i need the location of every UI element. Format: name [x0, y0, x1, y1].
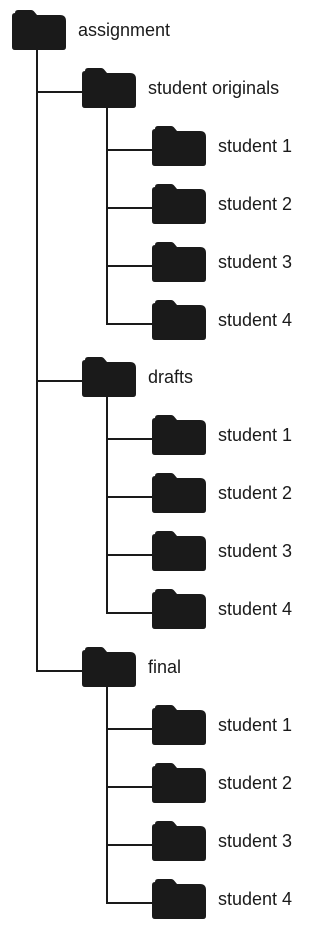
student-folder[interactable]: student 1 — [152, 125, 293, 166]
folder-label: student 3 — [218, 251, 293, 272]
folder-label: student 2 — [218, 193, 293, 214]
tree-connector-vertical — [106, 397, 108, 614]
tree-connector-horizontal — [106, 322, 152, 325]
folder-label: student 1 — [218, 714, 293, 735]
tree-connector-horizontal — [106, 727, 152, 730]
folder-label: student 2 — [218, 483, 293, 504]
student-folder[interactable]: student 3 — [152, 531, 293, 572]
folder-label: drafts — [148, 367, 194, 388]
folder-icon — [152, 125, 206, 166]
student-folder[interactable]: student 3 — [152, 820, 293, 861]
tree-connector-vertical — [106, 686, 108, 904]
folder-icon — [152, 531, 206, 572]
student-folder[interactable]: student 4 — [152, 878, 293, 919]
student-folder[interactable]: student 4 — [152, 299, 293, 340]
student-folder[interactable]: student 4 — [152, 589, 292, 629]
folder-icon — [152, 704, 206, 745]
folder-label: student 1 — [218, 425, 293, 446]
folder-label: student originals — [148, 77, 280, 98]
folder-label: student 4 — [218, 599, 293, 619]
student-folder[interactable]: student 2 — [152, 473, 293, 514]
folder-icon — [82, 646, 136, 687]
tree-connector-vertical — [36, 50, 38, 672]
folder-label: assignment — [78, 20, 171, 40]
tree-connector-horizontal — [106, 264, 152, 267]
tree-connector-horizontal — [36, 380, 82, 383]
subfolder[interactable]: student originals — [82, 67, 280, 108]
tree-connector-horizontal — [106, 438, 152, 441]
folder-icon — [82, 357, 136, 398]
folder-label: student 4 — [218, 888, 293, 909]
folder-icon — [152, 183, 206, 224]
tree-connector-horizontal — [106, 554, 152, 557]
folder-label: student 2 — [218, 772, 293, 793]
folder-icon — [152, 241, 206, 282]
folder-label: student 1 — [218, 135, 293, 156]
tree-connector-horizontal — [106, 496, 152, 499]
folder-icon — [152, 878, 206, 919]
tree-connector-horizontal — [106, 612, 152, 614]
student-folder[interactable]: student 2 — [152, 762, 293, 803]
folder-label: student 3 — [218, 541, 293, 562]
subfolder[interactable]: drafts — [82, 357, 194, 398]
folder-label: student 3 — [218, 830, 293, 851]
folder-icon — [152, 762, 206, 803]
folder-label: student 4 — [218, 309, 293, 330]
root-folder[interactable]: assignment — [12, 10, 170, 50]
folder-icon — [152, 299, 206, 340]
tree-connector-horizontal — [36, 90, 82, 93]
tree-connector-horizontal — [106, 148, 152, 151]
folder-icon — [12, 10, 66, 50]
tree-connector-horizontal — [106, 785, 152, 788]
folder-icon — [82, 67, 136, 108]
tree-connector-horizontal — [106, 206, 152, 209]
folder-label: final — [148, 656, 182, 677]
folder-icon — [152, 415, 206, 456]
tree-connector-horizontal — [106, 901, 152, 904]
student-folder[interactable]: student 3 — [152, 241, 293, 282]
student-folder[interactable]: student 1 — [152, 415, 293, 456]
folder-icon — [152, 473, 206, 514]
tree-connector-vertical — [106, 107, 108, 325]
tree-connector-horizontal — [36, 669, 82, 672]
subfolder[interactable]: final — [82, 646, 182, 687]
folder-icon — [152, 589, 206, 629]
folder-icon — [152, 820, 206, 861]
tree-connector-horizontal — [106, 843, 152, 846]
student-folder[interactable]: student 1 — [152, 704, 293, 745]
student-folder[interactable]: student 2 — [152, 183, 293, 224]
